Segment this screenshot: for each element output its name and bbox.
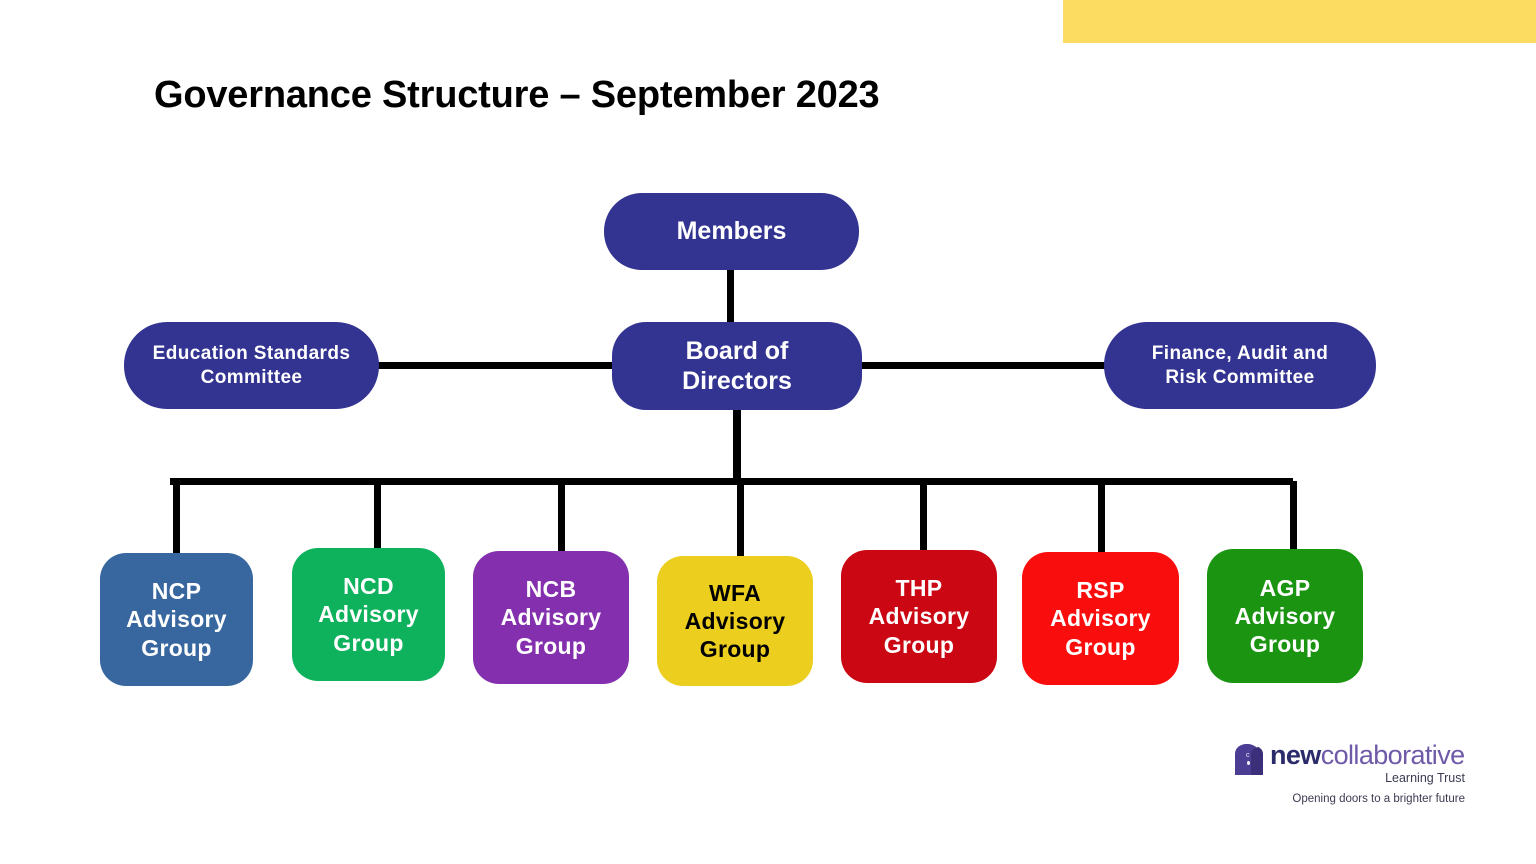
node-finance-audit-risk-committee-label: Finance, Audit and Risk Committee [1104, 342, 1376, 388]
advisory-rsp-line-3: Group [1065, 633, 1136, 660]
connector-board-to-bus [733, 404, 741, 484]
door-icon: c [1232, 743, 1264, 781]
advisory-agp-line-1: AGP [1259, 574, 1311, 601]
advisory-agp-line-3: Group [1249, 631, 1321, 658]
advisory-ncb-line-2: Advisory [500, 604, 602, 631]
connector-drop-agp [1290, 481, 1297, 563]
logo-tagline: Opening doors to a brighter future [1292, 793, 1465, 805]
node-education-line-2: Committee [200, 366, 303, 388]
connector-drop-ncd [374, 481, 381, 562]
page-title: Governance Structure – September 2023 [154, 74, 880, 116]
connector-drop-wfa [737, 481, 744, 570]
node-finance-audit-risk-committee[interactable]: Finance, Audit and Risk Committee [1104, 322, 1376, 409]
advisory-ncd-line-2: Advisory [318, 601, 419, 628]
advisory-agp-line-2: Advisory [1234, 602, 1336, 629]
advisory-ncb-line-3: Group [515, 632, 587, 659]
advisory-ncb-line-1: NCB [525, 576, 577, 603]
advisory-ncp-line-3: Group [141, 634, 212, 661]
advisory-thp-line-2: Advisory [868, 603, 970, 630]
node-board-of-directors-label: Board of Directors [612, 336, 862, 397]
node-education-standards-committee[interactable]: Education Standards Committee [124, 322, 379, 409]
connector-drop-thp [920, 481, 927, 564]
logo-wordmark: newcollaborative [1270, 742, 1465, 769]
advisory-ncd-line-3: Group [333, 629, 404, 656]
node-board-line-2: Directors [682, 367, 792, 395]
svg-text:c: c [1246, 752, 1250, 759]
node-finance-line-1: Finance, Audit and [1151, 343, 1329, 365]
node-board-line-1: Board of [685, 336, 789, 365]
advisory-ncd-line-1: NCD [343, 573, 394, 600]
connector-members-to-board [727, 268, 734, 326]
logo-word-new: new [1270, 740, 1321, 770]
connector-advisory-bus [170, 478, 1293, 485]
node-board-of-directors[interactable]: Board of Directors [612, 322, 862, 410]
connector-board-to-finance [855, 362, 1110, 369]
connector-drop-rsp [1098, 481, 1105, 566]
connector-drop-ncp [173, 481, 180, 567]
node-members-label: Members [676, 217, 787, 246]
advisory-ncp-line-2: Advisory [126, 606, 227, 633]
connector-drop-ncb [558, 481, 565, 565]
node-members[interactable]: Members [604, 193, 859, 270]
advisory-wfa-line-2: Advisory [684, 607, 786, 634]
advisory-rsp-line-1: RSP [1076, 577, 1125, 604]
connector-board-to-education [372, 362, 620, 369]
advisory-thp-line-3: Group [883, 631, 955, 658]
advisory-rsp-line-2: Advisory [1050, 605, 1151, 632]
logo-word-collaborative: collaborative [1320, 740, 1465, 770]
node-education-line-1: Education Standards [152, 343, 351, 365]
node-finance-line-2: Risk Committee [1165, 366, 1315, 388]
logo-subtitle: Learning Trust [1385, 771, 1465, 785]
organisation-logo: c newcollaborative Learning Trust Openin… [1232, 742, 1472, 807]
advisory-wfa-line-3: Group [699, 636, 771, 663]
advisory-wfa-line-1: WFA [709, 579, 761, 606]
node-education-standards-committee-label: Education Standards Committee [124, 342, 379, 388]
accent-banner [1063, 0, 1536, 43]
advisory-thp-line-1: THP [895, 575, 943, 602]
advisory-ncp-line-1: NCP [151, 578, 202, 605]
